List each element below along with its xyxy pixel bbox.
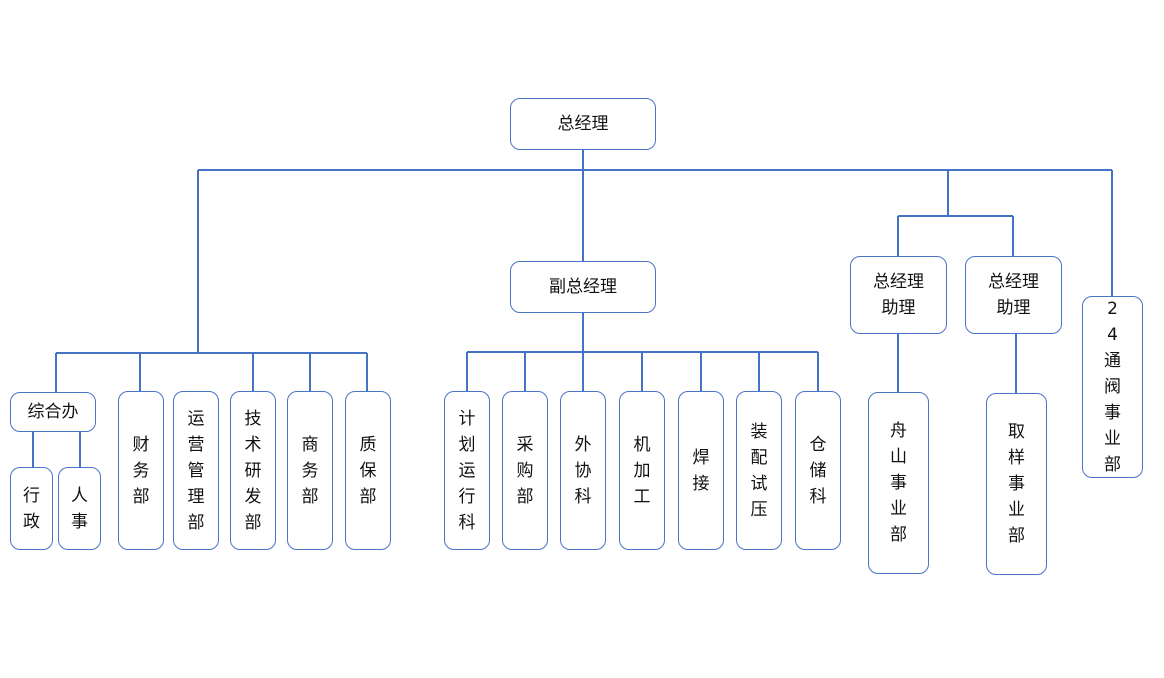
node-general-office: 综合办 [10,392,96,432]
node-sampling-division: 取样事业部 [986,393,1047,575]
node-24-valve-division: 24通阀事业部 [1082,296,1143,478]
node-human-resources: 人事 [58,467,101,550]
node-operations-management: 运营管理部 [173,391,219,550]
node-general-manager: 总经理 [510,98,656,150]
node-finance: 财务部 [118,391,164,550]
node-quality-assurance: 质保部 [345,391,391,550]
node-business: 商务部 [287,391,333,550]
node-machining: 机加工 [619,391,665,550]
node-assistant-manager-2: 总经理 助理 [965,256,1062,334]
node-deputy-general-manager: 副总经理 [510,261,656,313]
node-zhoushan-division: 舟山事业部 [868,392,929,574]
node-welding: 焊接 [678,391,724,550]
node-assembly-testing: 装配试压 [736,391,782,550]
node-assistant-manager-1: 总经理 助理 [850,256,947,334]
node-purchasing: 采购部 [502,391,548,550]
node-administration: 行政 [10,467,53,550]
node-tech-rnd: 技术研发部 [230,391,276,550]
node-planning: 计划运行科 [444,391,490,550]
node-warehouse: 仓储科 [795,391,841,550]
node-outsourcing: 外协科 [560,391,606,550]
